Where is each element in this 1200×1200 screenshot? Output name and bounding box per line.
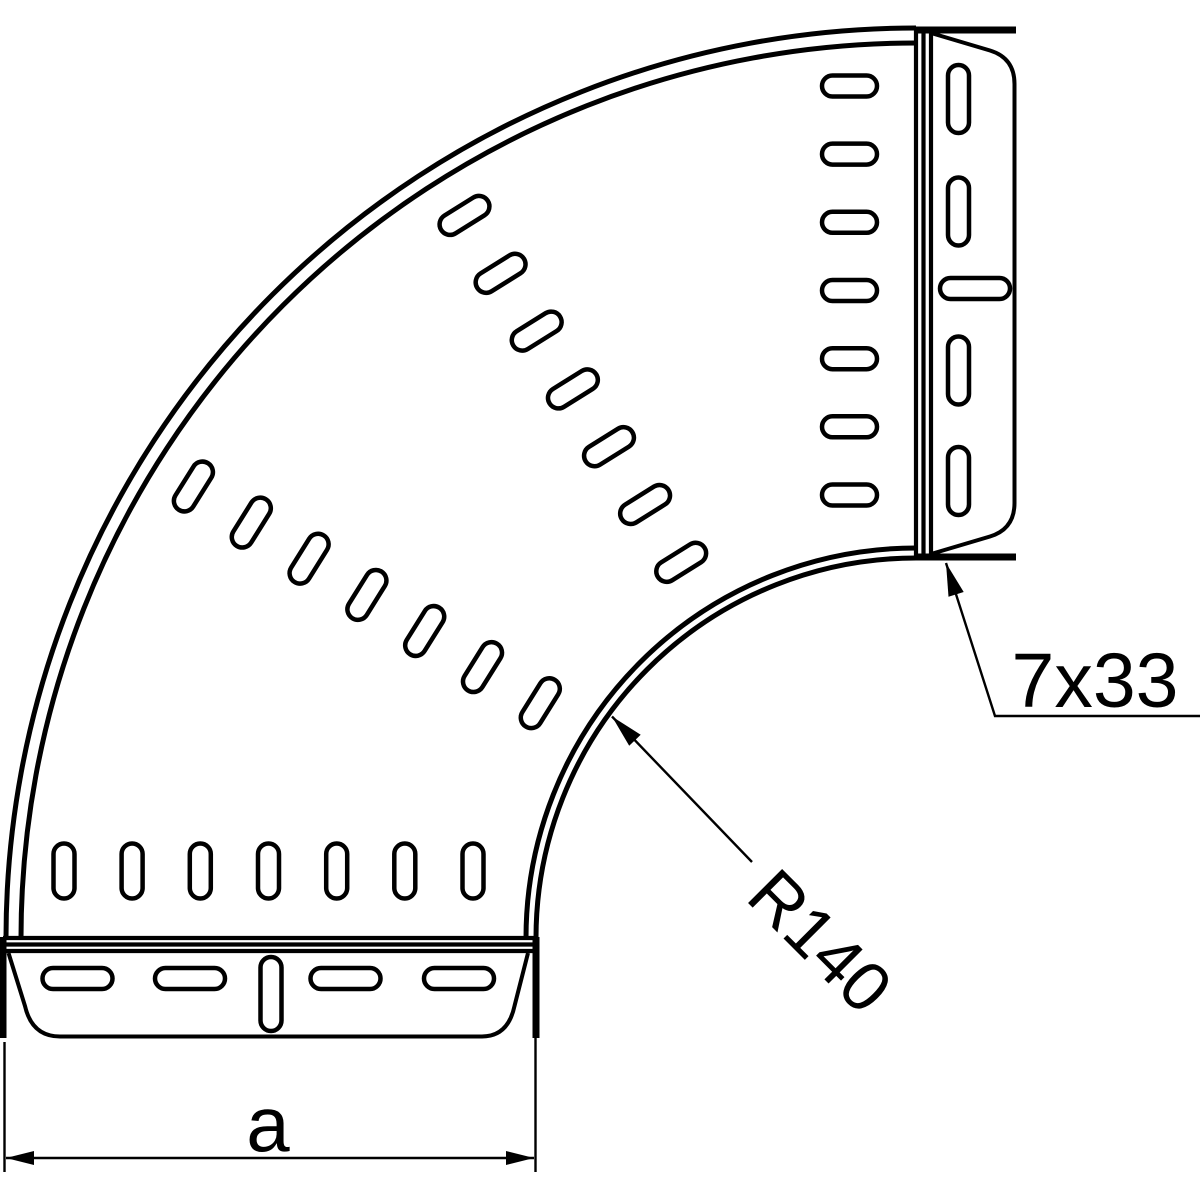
svg-text:a: a [246, 1080, 290, 1168]
svg-text:7x33: 7x33 [1012, 638, 1179, 724]
